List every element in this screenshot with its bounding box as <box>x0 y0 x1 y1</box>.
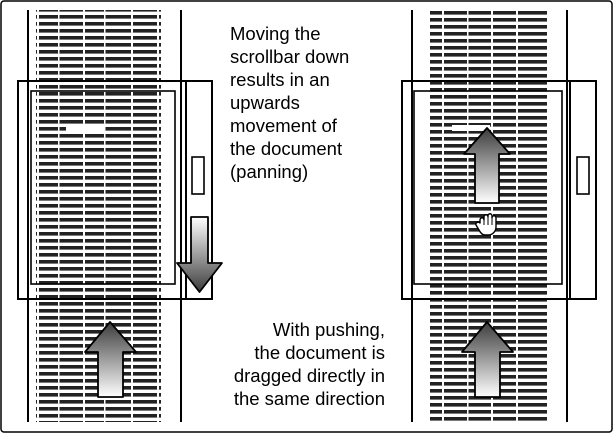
viewport-window-left <box>17 80 213 300</box>
caption-pushing: With pushing, the document is dragged di… <box>233 319 385 409</box>
left-panel-scrolling <box>17 10 223 422</box>
caption-scrolling: Moving the scrollbar down results in an … <box>230 23 350 182</box>
arrow-up-icon <box>461 321 514 398</box>
arrow-down-icon <box>176 216 223 293</box>
arrow-up-icon <box>463 127 511 204</box>
scroll-thumb-right[interactable] <box>576 156 590 195</box>
right-panel-pushing <box>401 10 597 422</box>
text-highlight-right <box>452 125 490 131</box>
scroll-thumb-left[interactable] <box>191 156 205 195</box>
viewport-inner-left <box>30 90 176 285</box>
hand-cursor-icon <box>475 213 497 236</box>
viewport-inner-right <box>413 90 563 285</box>
viewport-window-right <box>401 80 597 300</box>
text-highlight-left <box>66 125 104 131</box>
arrow-up-icon <box>84 321 137 398</box>
